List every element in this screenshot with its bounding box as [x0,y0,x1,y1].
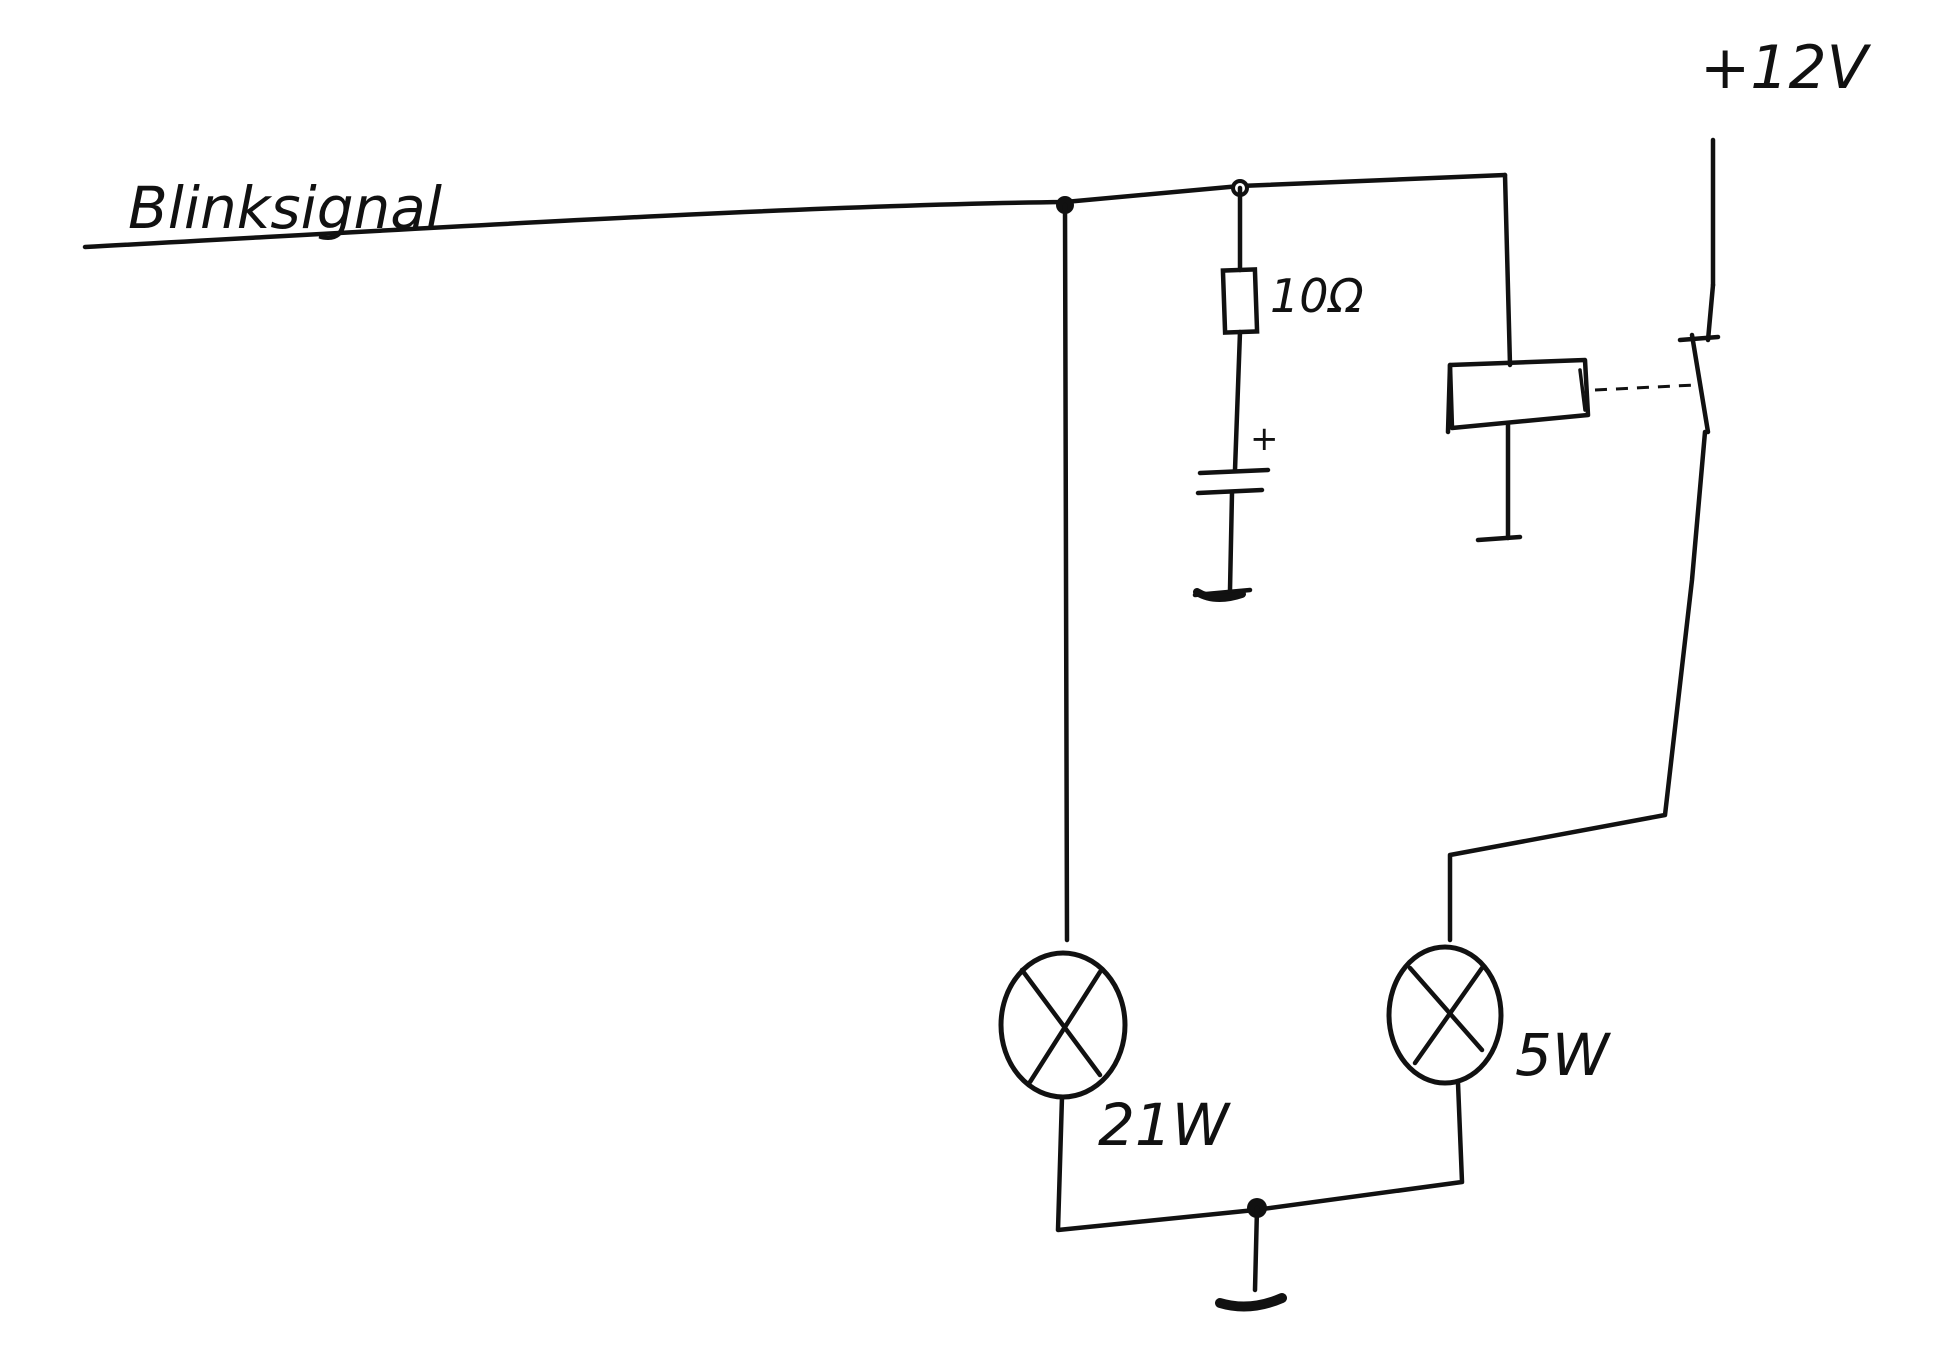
wire-ground-stem [1252,1205,1260,1293]
wire-resistor-capacitor [1232,329,1243,473]
lamp-21w-cross-a [1019,967,1103,1078]
relay-contact-fixed [1705,282,1716,343]
relay-coil-side [1445,362,1453,435]
capacitor-plate-top [1197,467,1271,476]
wire-contact-to-lamp [1447,429,1708,943]
supply-label: +12V [1700,33,1872,103]
capacitor-polarity-label: + [1250,419,1279,459]
lamp-5w [1386,944,1504,1086]
lamp-5w-cross-b [1412,965,1485,1066]
wire-capacitor-ground [1227,490,1235,593]
signal-label: Blinksignal [128,174,442,242]
relay-ground-symbol [1475,534,1523,543]
relay-coil [1447,357,1591,431]
capacitor-plate-bottom [1195,487,1265,496]
relay-armature [1578,368,1587,412]
relay-contact-bar [1677,334,1721,343]
capacitor-ground-mark [1193,588,1246,602]
resistor-label: 10Ω [1270,269,1364,323]
lamp-5w-label: 5W [1515,1021,1612,1089]
resistor [1220,267,1260,335]
wire-21w-ground [1055,1094,1258,1233]
lamp-21w-label: 21W [1098,1091,1232,1159]
lamp-21w-cross-b [1027,969,1103,1085]
wire-5w-ground [1252,1080,1465,1213]
wire-relay-top [1502,172,1513,368]
relay-contact-moving [1689,332,1711,435]
lamp-5w-cross-a [1407,965,1485,1053]
wire-left-branch [1062,202,1070,943]
signal-wire [82,172,1508,250]
relay-mechanical-link [1594,383,1696,392]
ground-symbol [1215,1293,1287,1312]
